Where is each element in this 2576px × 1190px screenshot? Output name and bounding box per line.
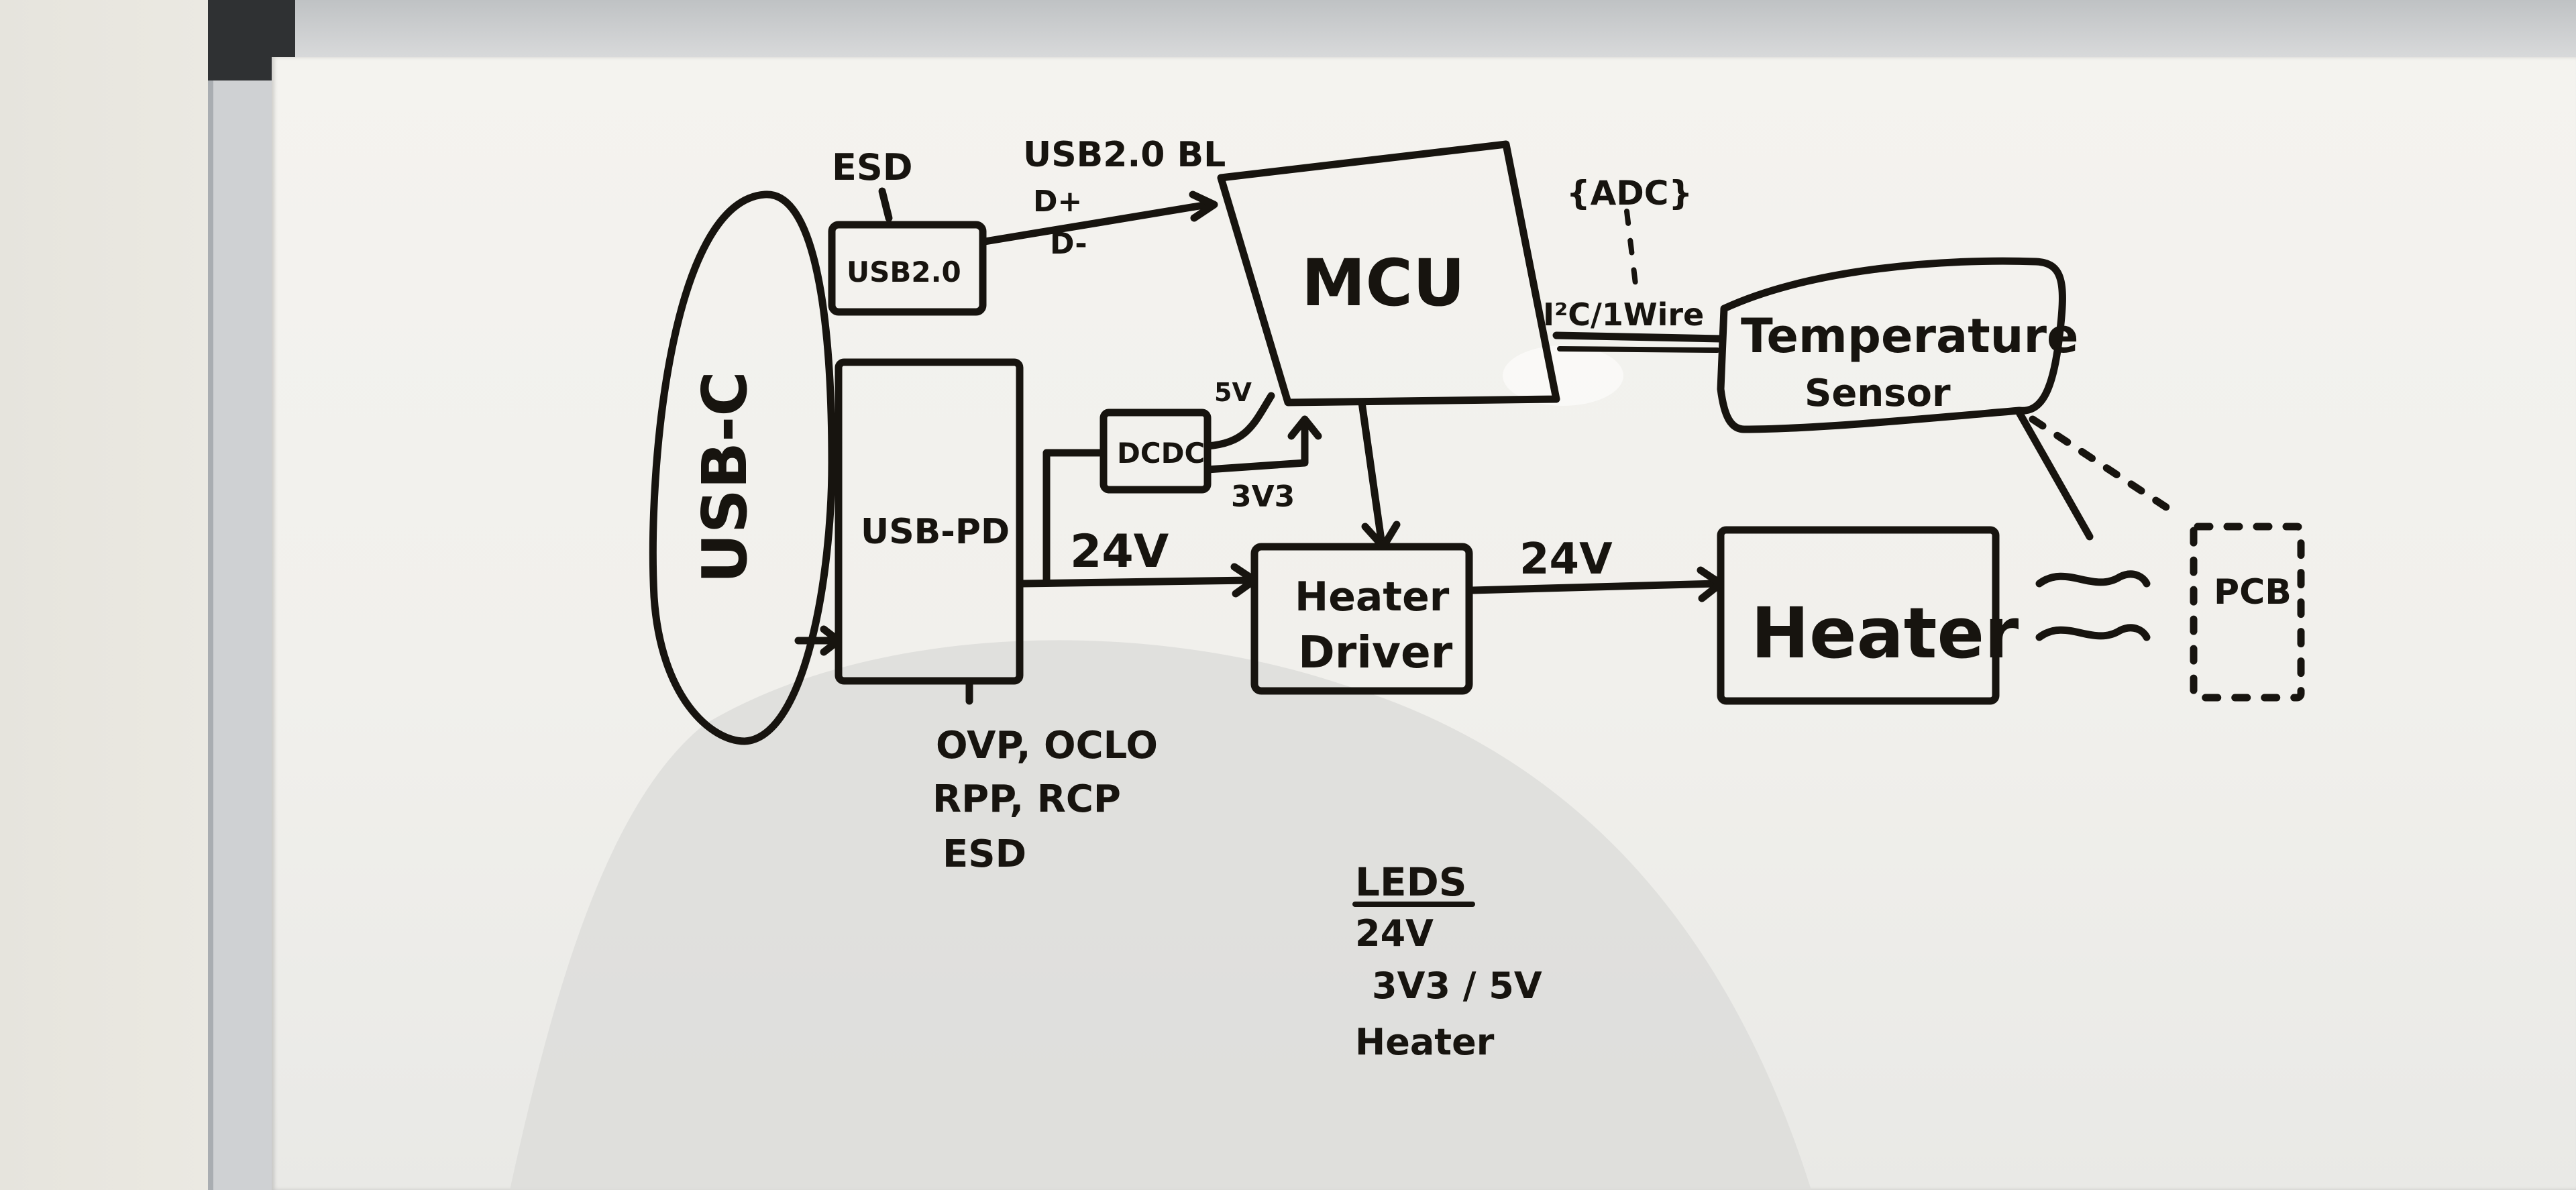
usb2-bl-label: USB2.0 BL xyxy=(1023,135,1226,175)
heater-driver-label-1: Heater xyxy=(1295,574,1450,620)
driver-to-heater-line xyxy=(1468,580,1721,594)
heater-block: Heater xyxy=(1717,526,2019,705)
dcdc-3v3-line xyxy=(1203,419,1309,474)
usb2-to-mcu-line xyxy=(981,201,1212,246)
dcdc-block: DCDC xyxy=(1099,409,1212,494)
d-plus-label: D+ xyxy=(1033,184,1082,219)
leds-title: LEDS xyxy=(1355,859,1467,905)
usb2-block: USB2.0 xyxy=(828,221,987,316)
3v3-label: 3V3 xyxy=(1231,480,1295,514)
connections xyxy=(794,187,2174,907)
5v-label: 5V xyxy=(1214,378,1252,407)
driver-to-heater-arrowhead xyxy=(1697,566,1725,602)
leds-line-2: 3V3 / 5V xyxy=(1372,965,1542,1007)
mcu-to-sensor-bus-2 xyxy=(1557,346,1720,353)
esd-tick xyxy=(878,187,893,222)
usb-c-label: USB-C xyxy=(689,371,761,584)
dcdc-label: DCDC xyxy=(1117,437,1205,470)
24v-left-label: 24V xyxy=(1070,525,1169,578)
temperature-sensor-label-1: Temperature xyxy=(1741,309,2079,364)
heater-driver-label-2: Driver xyxy=(1298,627,1453,678)
24v-branch-to-dcdc xyxy=(1042,449,1108,586)
usbpd-to-driver-arrowhead xyxy=(1230,563,1258,598)
annotations: ESD USB2.0 BL D+ D- {ADC} I²C/1Wire 24V … xyxy=(832,135,1704,1063)
heater-driver-block: Heater Driver xyxy=(1250,543,1473,695)
mcu-label: MCU xyxy=(1301,246,1465,321)
mcu-to-driver-arrowhead xyxy=(1361,521,1401,551)
mcu-to-driver-line xyxy=(1358,398,1386,549)
usb2-to-mcu-arrowhead xyxy=(1189,191,1218,222)
temperature-sensor-label-2: Sensor xyxy=(1805,372,1951,415)
d-minus-label: D- xyxy=(1050,227,1087,261)
usb-pd-label: USB-PD xyxy=(861,512,1010,552)
mcu-to-sensor-bus xyxy=(1552,331,1725,343)
esd-top-label: ESD xyxy=(832,146,913,188)
whiteboard-top-rail xyxy=(213,0,2576,59)
usbpd-to-driver-line xyxy=(1019,576,1255,588)
24v-right-label: 24V xyxy=(1519,535,1613,584)
protections-line-3: ESD xyxy=(943,832,1026,876)
usb2-label: USB2.0 xyxy=(847,256,961,288)
leds-line-3: Heater xyxy=(1355,1021,1495,1063)
dcdc-to-mcu-5v-line xyxy=(1203,392,1275,450)
protections-line-2: RPP, RCP xyxy=(932,777,1121,821)
usb-c-block: USB-C xyxy=(649,191,836,745)
leds-line-1: 24V xyxy=(1355,912,1434,955)
pcb-label: PCB xyxy=(2214,572,2292,612)
sensor-to-pcb-dotted-line xyxy=(2029,415,2174,514)
sensor-to-heater-line xyxy=(2015,409,2094,541)
mcu-block: MCU xyxy=(1217,140,1560,407)
dcdc-3v3-arrowhead xyxy=(1287,415,1322,440)
heater-label: Heater xyxy=(1751,592,2019,674)
protections-line-1: OVP, OCLO xyxy=(936,724,1158,767)
temperature-sensor-block: Temperature Sensor xyxy=(1717,257,2079,433)
heat-wave-icon xyxy=(2035,570,2151,641)
pcb-block: PCB xyxy=(2190,523,2305,702)
adc-dotted-line xyxy=(1624,209,1640,298)
adc-label: {ADC} xyxy=(1566,174,1693,213)
i2c-label: I²C/1Wire xyxy=(1543,296,1704,333)
usbc-to-usbpd-arrowhead xyxy=(820,625,843,656)
usb-pd-block: USB-PD xyxy=(835,358,1024,685)
